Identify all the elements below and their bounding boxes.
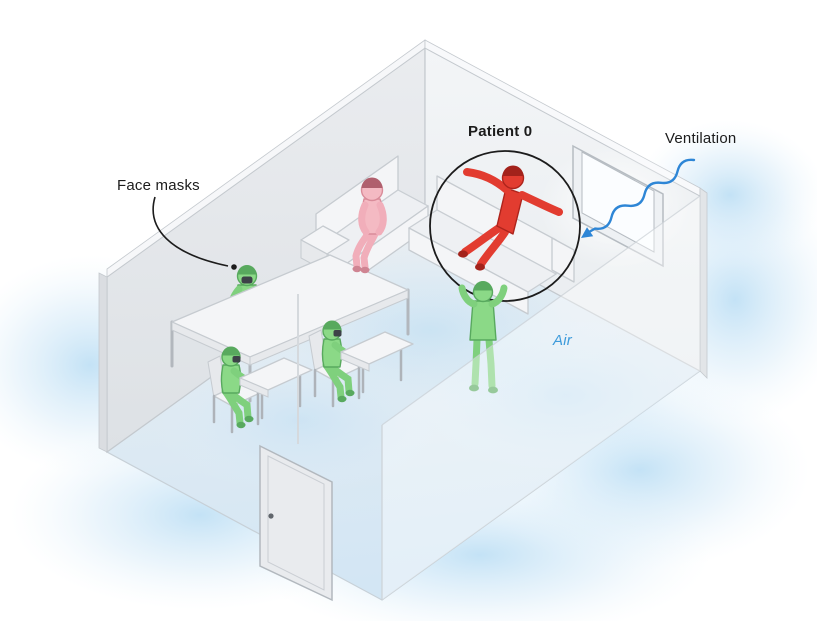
door-handle <box>268 513 274 519</box>
sofa-right-armrest <box>551 237 575 283</box>
desk-unit-2 <box>308 320 414 408</box>
desk-unit-1 <box>207 346 313 434</box>
arms <box>463 168 563 216</box>
foot <box>345 389 355 397</box>
door <box>259 294 333 602</box>
air-label: Air <box>553 332 572 349</box>
left-wall <box>98 39 426 454</box>
foot <box>475 263 485 271</box>
ventilation-label: Ventilation <box>665 130 737 147</box>
face-mask-icon <box>333 330 342 337</box>
cap <box>222 346 240 356</box>
foot <box>244 415 254 423</box>
ventilation-arrowhead-icon <box>581 227 594 238</box>
green-desk-figure-2 <box>321 320 356 403</box>
arms <box>358 201 387 236</box>
left-wall-outer-edge <box>98 272 108 453</box>
hair <box>502 165 524 176</box>
face-masks-label: Face masks <box>117 177 200 194</box>
face-masks-pointer-dot <box>231 264 237 270</box>
foot <box>469 384 479 392</box>
legs <box>461 224 509 268</box>
foot <box>352 265 362 273</box>
front-wall-pane <box>382 196 700 600</box>
front-right-wall <box>381 195 701 600</box>
cap <box>323 320 341 330</box>
hair <box>361 177 383 188</box>
torso <box>496 187 524 235</box>
air-mist-blob <box>405 315 725 475</box>
face-masks-pointer-line <box>152 196 229 267</box>
window-pane <box>581 151 655 253</box>
face-mask-icon <box>232 356 241 363</box>
foot <box>337 395 347 403</box>
cap <box>473 281 493 291</box>
foot <box>360 266 370 274</box>
arms <box>458 284 508 308</box>
face-mask-icon <box>241 276 253 284</box>
pink-unmasked-figure <box>352 177 387 274</box>
door-inner-trim <box>267 455 325 591</box>
patient-zero-label: Patient 0 <box>468 123 533 140</box>
foot <box>458 250 468 258</box>
ventilation-wavy-arrow-line <box>587 158 696 234</box>
front-wall-top-edge <box>381 195 701 426</box>
face-masks-pointer <box>152 196 237 270</box>
desk-edge <box>340 351 370 372</box>
patient-zero-figure <box>458 165 563 271</box>
ventilation-arrow <box>581 158 696 238</box>
foot <box>488 386 498 394</box>
patient-zero-circle <box>429 150 581 302</box>
door-panel <box>259 444 333 602</box>
foot <box>236 421 246 429</box>
right-wall-outer-edge <box>699 187 708 379</box>
green-standing-figure <box>458 281 508 394</box>
cap <box>237 265 257 275</box>
legs <box>352 230 379 271</box>
desk-edge <box>239 377 269 398</box>
sofa-right-front <box>408 227 529 315</box>
